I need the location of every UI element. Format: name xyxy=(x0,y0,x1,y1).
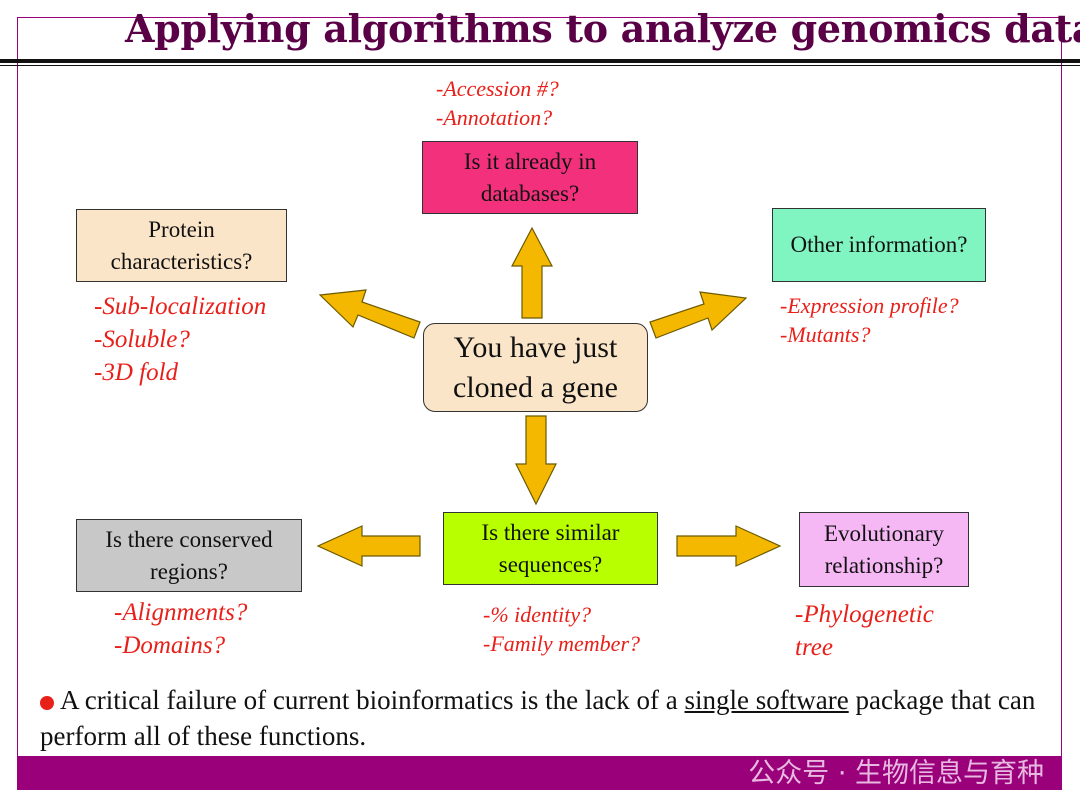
other-notes: -Expression profile? -Mutants? xyxy=(780,291,959,349)
note: -Sub-localization xyxy=(94,293,267,320)
note: -Soluble? xyxy=(94,326,190,353)
title-divider xyxy=(0,59,1080,63)
evolution-notes: -Phylogenetic tree xyxy=(795,598,934,664)
note: -Expression profile? xyxy=(780,293,959,318)
slide-title: Applying algorithms to analyze genomics … xyxy=(125,6,1080,51)
similar-notes: -% identity? -Family member? xyxy=(483,600,640,658)
note: -Family member? xyxy=(483,631,641,656)
arrow-left xyxy=(316,525,421,567)
arrow-down xyxy=(515,415,557,506)
conserved-box: Is there conserved regions? xyxy=(76,519,302,592)
title-divider-thin xyxy=(0,65,1080,66)
databases-box: Is it already in databases? xyxy=(422,141,638,214)
arrow-up-left xyxy=(318,289,421,339)
protein-notes: -Sub-localization -Soluble? -3D fold xyxy=(94,290,266,389)
note: tree xyxy=(795,634,833,661)
watermark: 公众号 · 生物信息与育种 xyxy=(748,758,1044,789)
center-box: You have just cloned a gene xyxy=(423,323,648,412)
note: -% identity? xyxy=(483,602,592,627)
conserved-notes: -Alignments? -Domains? xyxy=(114,596,247,662)
bullet-text: A critical failure of current bioinforma… xyxy=(40,682,1040,754)
note: -Phylogenetic xyxy=(795,601,934,628)
arrow-up-right xyxy=(649,291,748,339)
note: -Accession #? xyxy=(436,76,559,101)
arrow-right xyxy=(676,525,782,567)
other-box: Other information? xyxy=(772,208,986,282)
bullet-dot-icon xyxy=(40,695,54,710)
bullet-underlined: single software xyxy=(684,685,849,715)
note: -Mutants? xyxy=(780,322,871,347)
footer-bar xyxy=(17,756,1062,790)
similar-box: Is there similar sequences? xyxy=(443,512,658,585)
arrow-up xyxy=(511,226,553,319)
databases-notes: -Accession #? -Annotation? xyxy=(436,74,559,132)
note: -Annotation? xyxy=(436,105,553,130)
note: -Alignments? xyxy=(114,599,248,626)
bullet-part: A critical failure of current bioinforma… xyxy=(60,685,685,715)
bullet-part: package that can perform all of these fu… xyxy=(40,685,1036,751)
note: -3D fold xyxy=(94,359,179,386)
note: -Domains? xyxy=(114,632,226,659)
evolution-box: Evolutionary relationship? xyxy=(799,512,969,587)
protein-box: Protein characteristics? xyxy=(76,209,287,282)
